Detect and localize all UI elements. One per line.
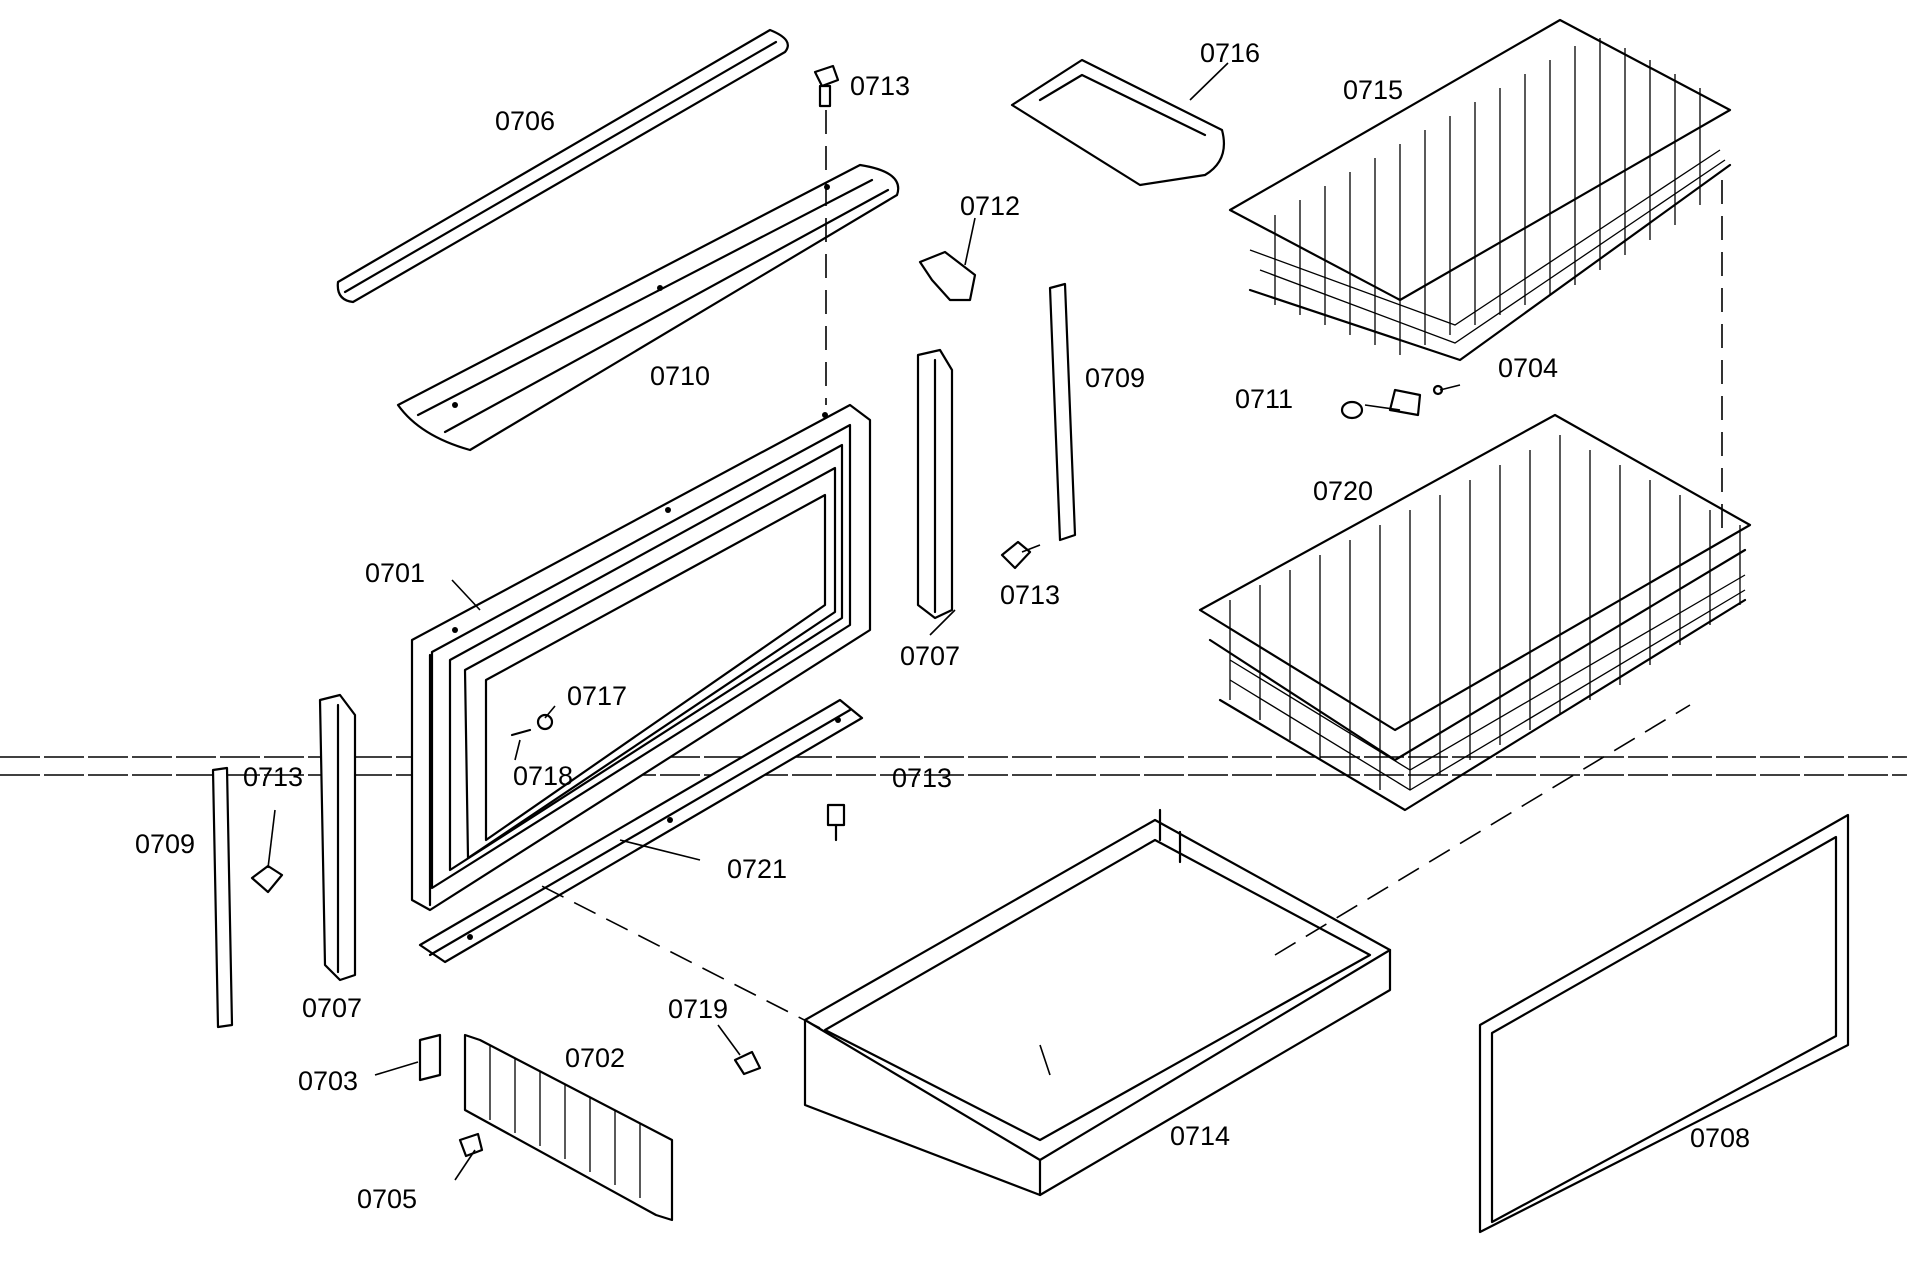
part-0712-clip: [918, 250, 977, 302]
part-0711-nut: [1340, 400, 1364, 420]
leader-dash-tray: [529, 879, 821, 1029]
part-0710-top-channel: [396, 163, 900, 452]
label-0707-left: 0707: [302, 993, 362, 1023]
label-0719: 0719: [668, 994, 728, 1024]
leader-lines: [267, 62, 1461, 1181]
label-0721: 0721: [727, 854, 787, 884]
part-0721-bottom-channel: [418, 698, 864, 964]
part-0709-strip-left: [211, 766, 234, 1029]
label-0716: 0716: [1200, 38, 1260, 68]
label-0709-left: 0709: [135, 829, 195, 859]
label-0713-right: 0713: [1000, 580, 1060, 610]
part-0709-strip-right: [1048, 282, 1077, 542]
label-0706: 0706: [495, 106, 555, 136]
label-0710: 0710: [650, 361, 710, 391]
label-0701: 0701: [365, 558, 425, 588]
part-0713-screw-mid: [826, 803, 846, 842]
label-0713-top: 0713: [850, 71, 910, 101]
label-0714: 0714: [1170, 1121, 1230, 1151]
part-0701-door-frame: [410, 403, 872, 912]
part-0705-screw: [458, 1132, 484, 1158]
part-0713-screw-left: [250, 864, 284, 894]
leader-dash-basket-tray: [1274, 704, 1691, 956]
label-0704: 0704: [1498, 353, 1558, 383]
label-0711: 0711: [1235, 384, 1293, 414]
label-0715: 0715: [1343, 75, 1403, 105]
part-0713-screw-right: [1000, 540, 1041, 570]
part-0703-bracket: [418, 1033, 442, 1082]
label-0708: 0708: [1690, 1123, 1750, 1153]
label-0713-left: 0713: [243, 762, 303, 792]
part-0708-gasket: [1478, 813, 1850, 1234]
part-0720-lower-basket: [1198, 413, 1752, 812]
label-0712: 0712: [960, 191, 1020, 221]
part-0707-rail-right: [916, 348, 954, 620]
part-0718-pin: [510, 728, 532, 737]
part-0714-tray-frame: [803, 808, 1392, 1197]
label-0703: 0703: [298, 1066, 358, 1096]
part-0713-screw-top: [813, 64, 840, 108]
part-labels: 0706 0713 0716 0715 0712 0710 0709 0711 …: [135, 38, 1750, 1214]
label-0717: 0717: [567, 681, 627, 711]
part-0707-rail-left: [318, 693, 357, 982]
part-0716-bin: [1010, 58, 1226, 187]
label-0718: 0718: [513, 761, 573, 791]
part-0706-top-cover: [336, 28, 789, 304]
page-fold-line: [0, 756, 1907, 776]
label-0705: 0705: [357, 1184, 417, 1214]
label-0709-right: 0709: [1085, 363, 1145, 393]
label-0707-right: 0707: [900, 641, 960, 671]
part-0717-nut: [536, 713, 554, 731]
part-0719-screw: [733, 1050, 762, 1076]
part-0715-upper-basket: [1228, 18, 1732, 417]
label-0702: 0702: [565, 1043, 625, 1073]
label-0713-mid: 0713: [892, 763, 952, 793]
part-0702-grille: [463, 1033, 674, 1222]
label-0720: 0720: [1313, 476, 1373, 506]
